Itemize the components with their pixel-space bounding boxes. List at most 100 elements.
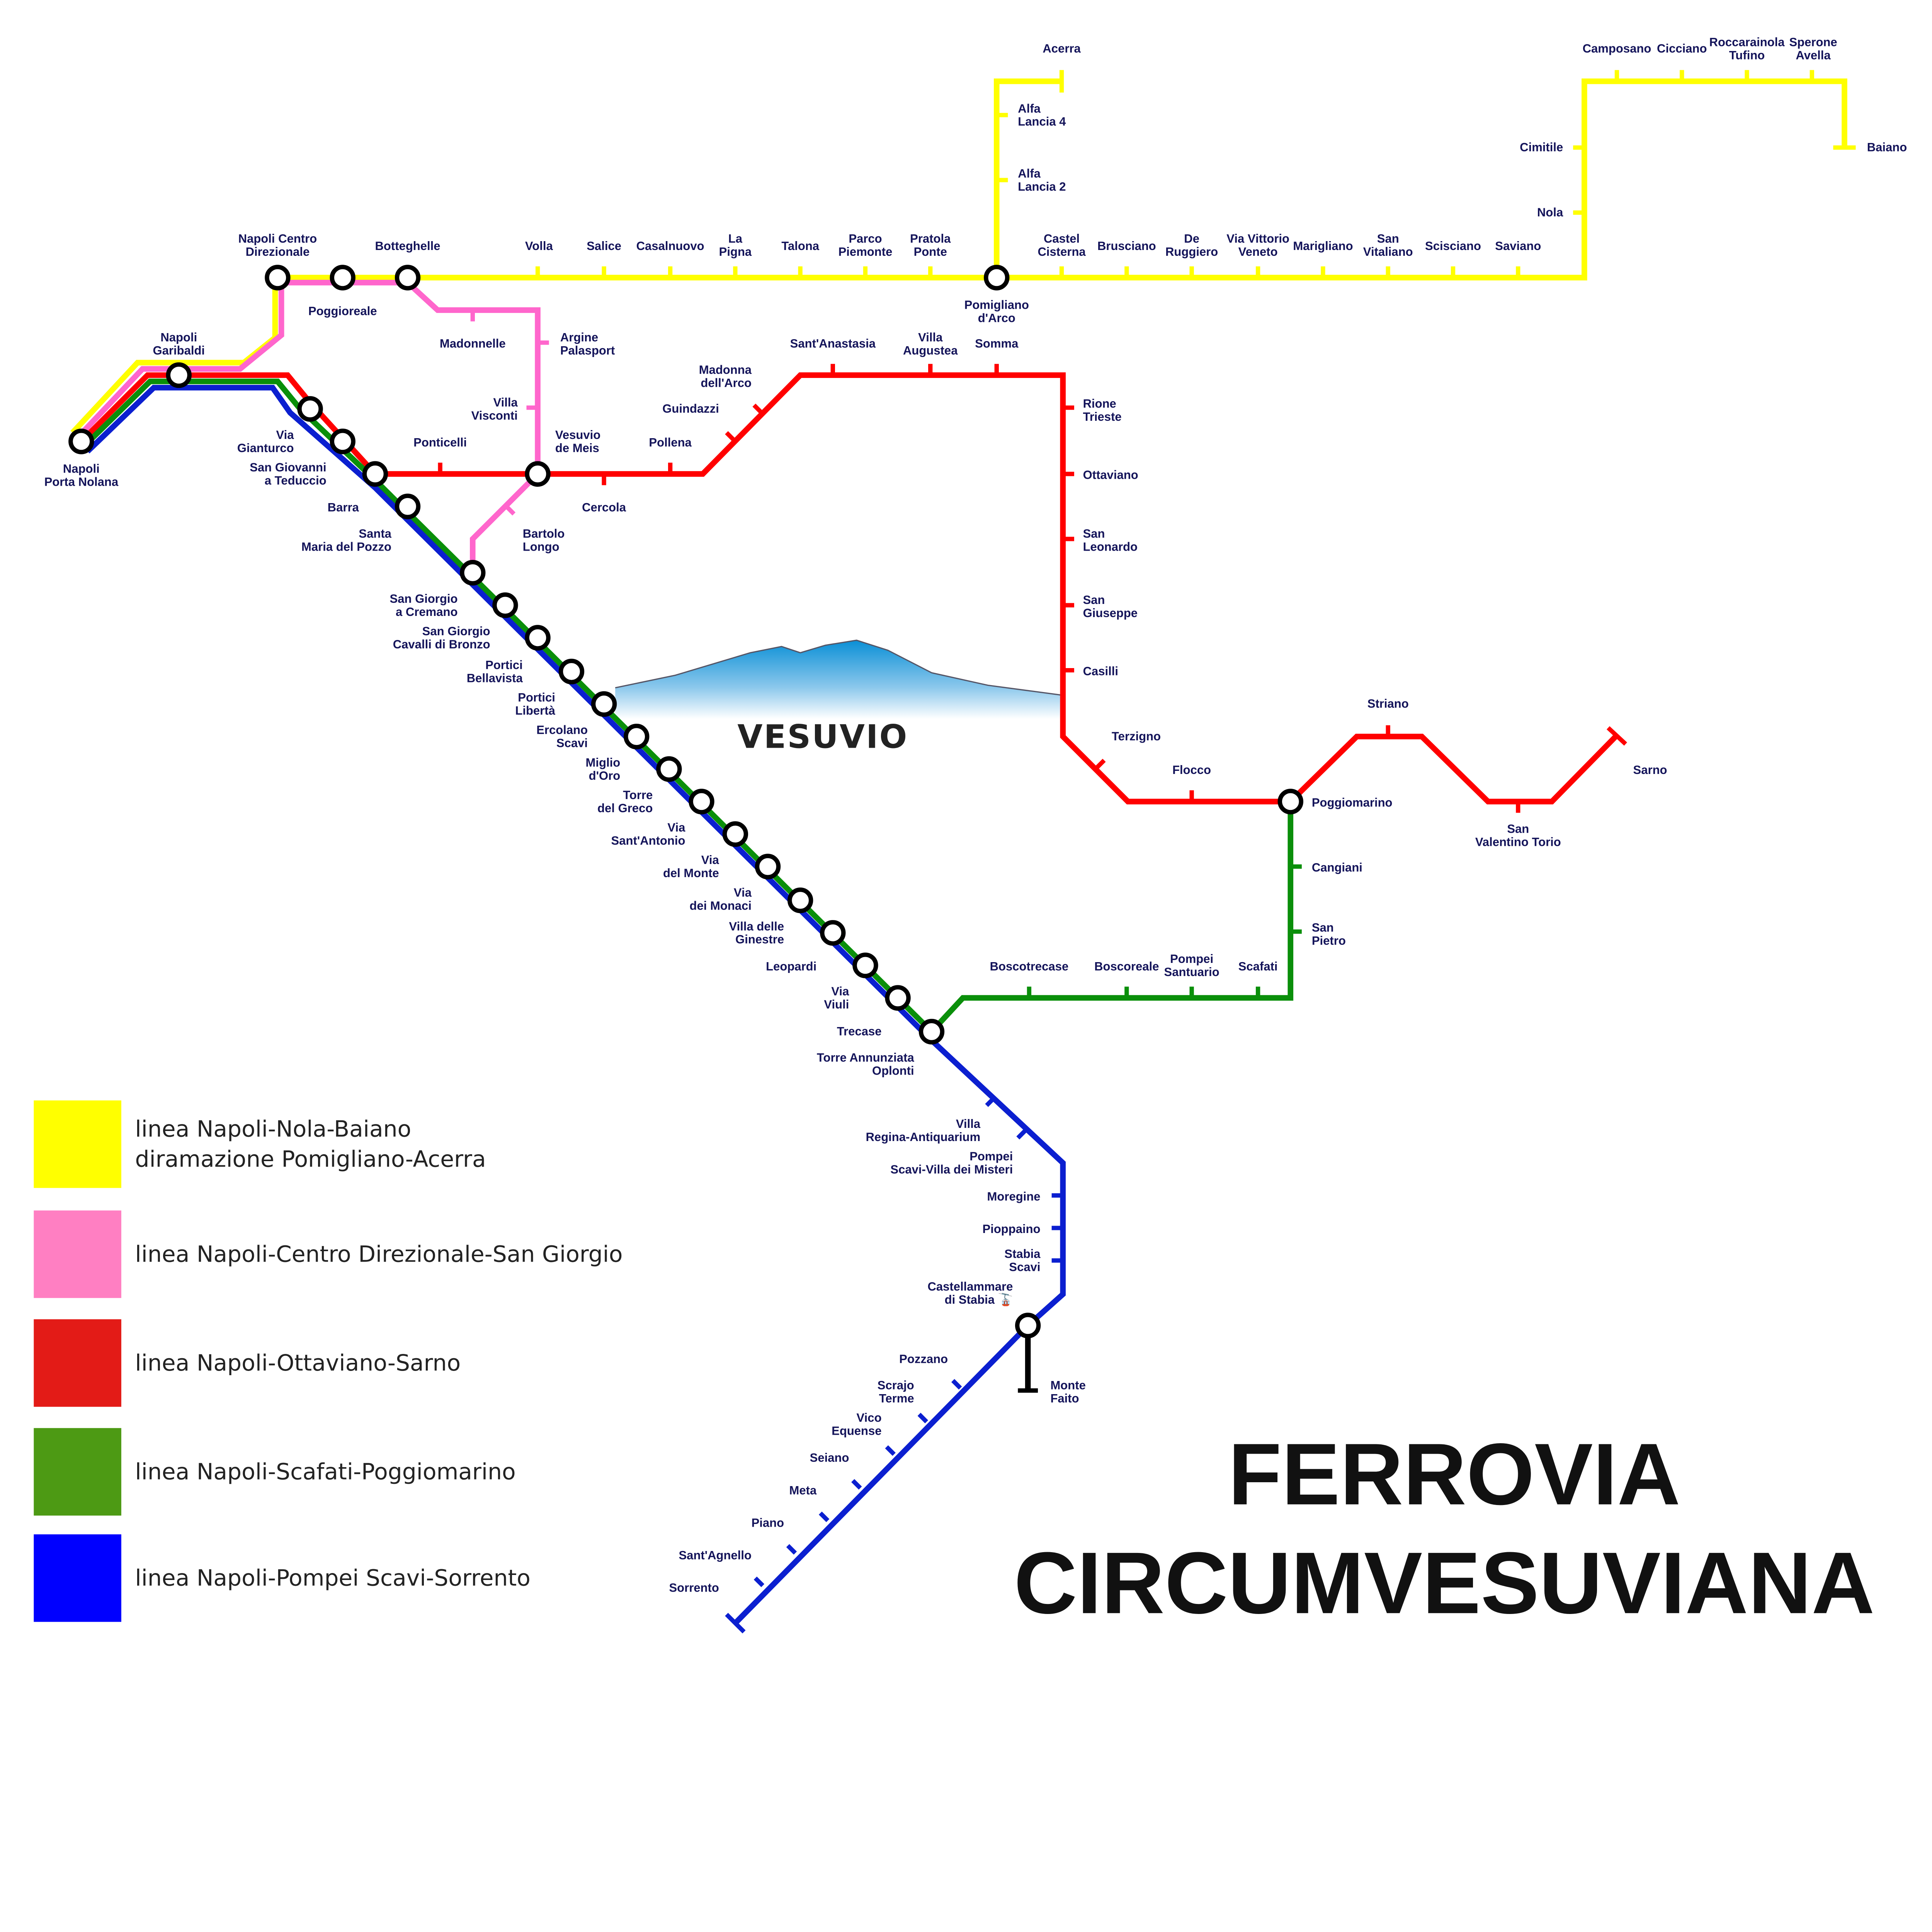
station-label-cimitile: Cimitile [1520, 141, 1563, 154]
station-stop-poggiomarino[interactable] [1277, 789, 1303, 815]
station-stop-bellavista[interactable] [525, 625, 551, 651]
station-label-barra: Barra [328, 501, 359, 514]
station-label-saviano: Saviano [1495, 239, 1541, 253]
station-stop-castellammare[interactable] [1015, 1313, 1041, 1338]
interchange-stops [68, 265, 1303, 1338]
station-stop-barra[interactable] [362, 461, 388, 487]
station-label-volla: Volla [525, 239, 553, 253]
station-stop-pomigliano[interactable] [984, 265, 1010, 291]
station-stop-santantonio[interactable] [689, 789, 714, 815]
station-tick [885, 1445, 896, 1456]
station-tick [725, 1612, 746, 1634]
station-label-moregine: Moregine [987, 1190, 1041, 1203]
station-tick [1016, 1129, 1027, 1139]
station-label-boscoreale: Boscoreale [1094, 959, 1159, 973]
station-tick [951, 1379, 962, 1390]
station-stop-garibaldi[interactable] [166, 362, 192, 388]
station-label-baiano: Baiano [1867, 141, 1907, 154]
station-stop-ginestre[interactable] [787, 887, 813, 913]
station-stop-liberta[interactable] [558, 658, 585, 685]
title-line2: CIRCUMVESUVIANA [1014, 1534, 1875, 1632]
station-tick [818, 1511, 830, 1522]
station-stop-torre-ann[interactable] [918, 1019, 945, 1045]
station-label-casilli: Casilli [1083, 665, 1118, 678]
station-stop-santa-maria[interactable] [395, 493, 421, 519]
station-label-pollena: Pollena [649, 435, 692, 449]
station-stop-porta-nolana[interactable] [68, 429, 94, 454]
station-stop-monaci[interactable] [755, 854, 781, 879]
station-label-botteghelle: Botteghelle [375, 239, 440, 253]
station-stop-centro-dir[interactable] [265, 265, 291, 291]
legend-label: linea Napoli-Centro Direzionale-San Gior… [135, 1241, 623, 1267]
line-red [79, 372, 1619, 804]
station-stop-poggioreale[interactable] [330, 265, 355, 291]
title-line1: FERROVIA [1228, 1425, 1680, 1523]
station-stop-miglio[interactable] [624, 723, 650, 750]
station-tick [503, 503, 516, 516]
station-label-scisciano: Scisciano [1425, 239, 1481, 253]
station-label-sarno: Sarno [1633, 763, 1667, 777]
station-label-cicciano: Cicciano [1657, 42, 1707, 55]
station-label-marigliano: Marigliano [1293, 239, 1353, 253]
line-blue [85, 384, 1066, 1625]
station-label-scafati: Scafati [1238, 959, 1278, 973]
station-label-trecase: Trecase [837, 1025, 882, 1038]
legend-swatch [34, 1210, 121, 1298]
station-label-piano: Piano [752, 1516, 784, 1529]
station-tick [1606, 726, 1627, 746]
station-stop-cavalli[interactable] [492, 592, 518, 618]
station-stop-torre-greco[interactable] [656, 756, 682, 782]
station-stop-ercolano[interactable] [591, 691, 617, 717]
station-stop-via-gianturco[interactable] [297, 396, 323, 422]
station-stop-viuli[interactable] [852, 952, 878, 978]
station-stop-vesuvio-demeis[interactable] [525, 461, 551, 487]
station-stop-san-giovanni[interactable] [330, 429, 355, 454]
station-stop-trecase[interactable] [885, 985, 911, 1011]
station-stop-leopardi[interactable] [820, 920, 846, 946]
station-label-camposano: Camposano [1583, 42, 1651, 55]
station-stop-sg-cremano[interactable] [460, 560, 486, 586]
station-stop-via-monte[interactable] [722, 821, 748, 847]
station-stop-botteghelle[interactable] [395, 265, 421, 291]
station-label-talona: Talona [781, 239, 819, 253]
station-tick [1094, 759, 1106, 771]
station-tick [725, 431, 737, 443]
legend-label: linea Napoli-Ottaviano-Sarno [135, 1350, 461, 1376]
